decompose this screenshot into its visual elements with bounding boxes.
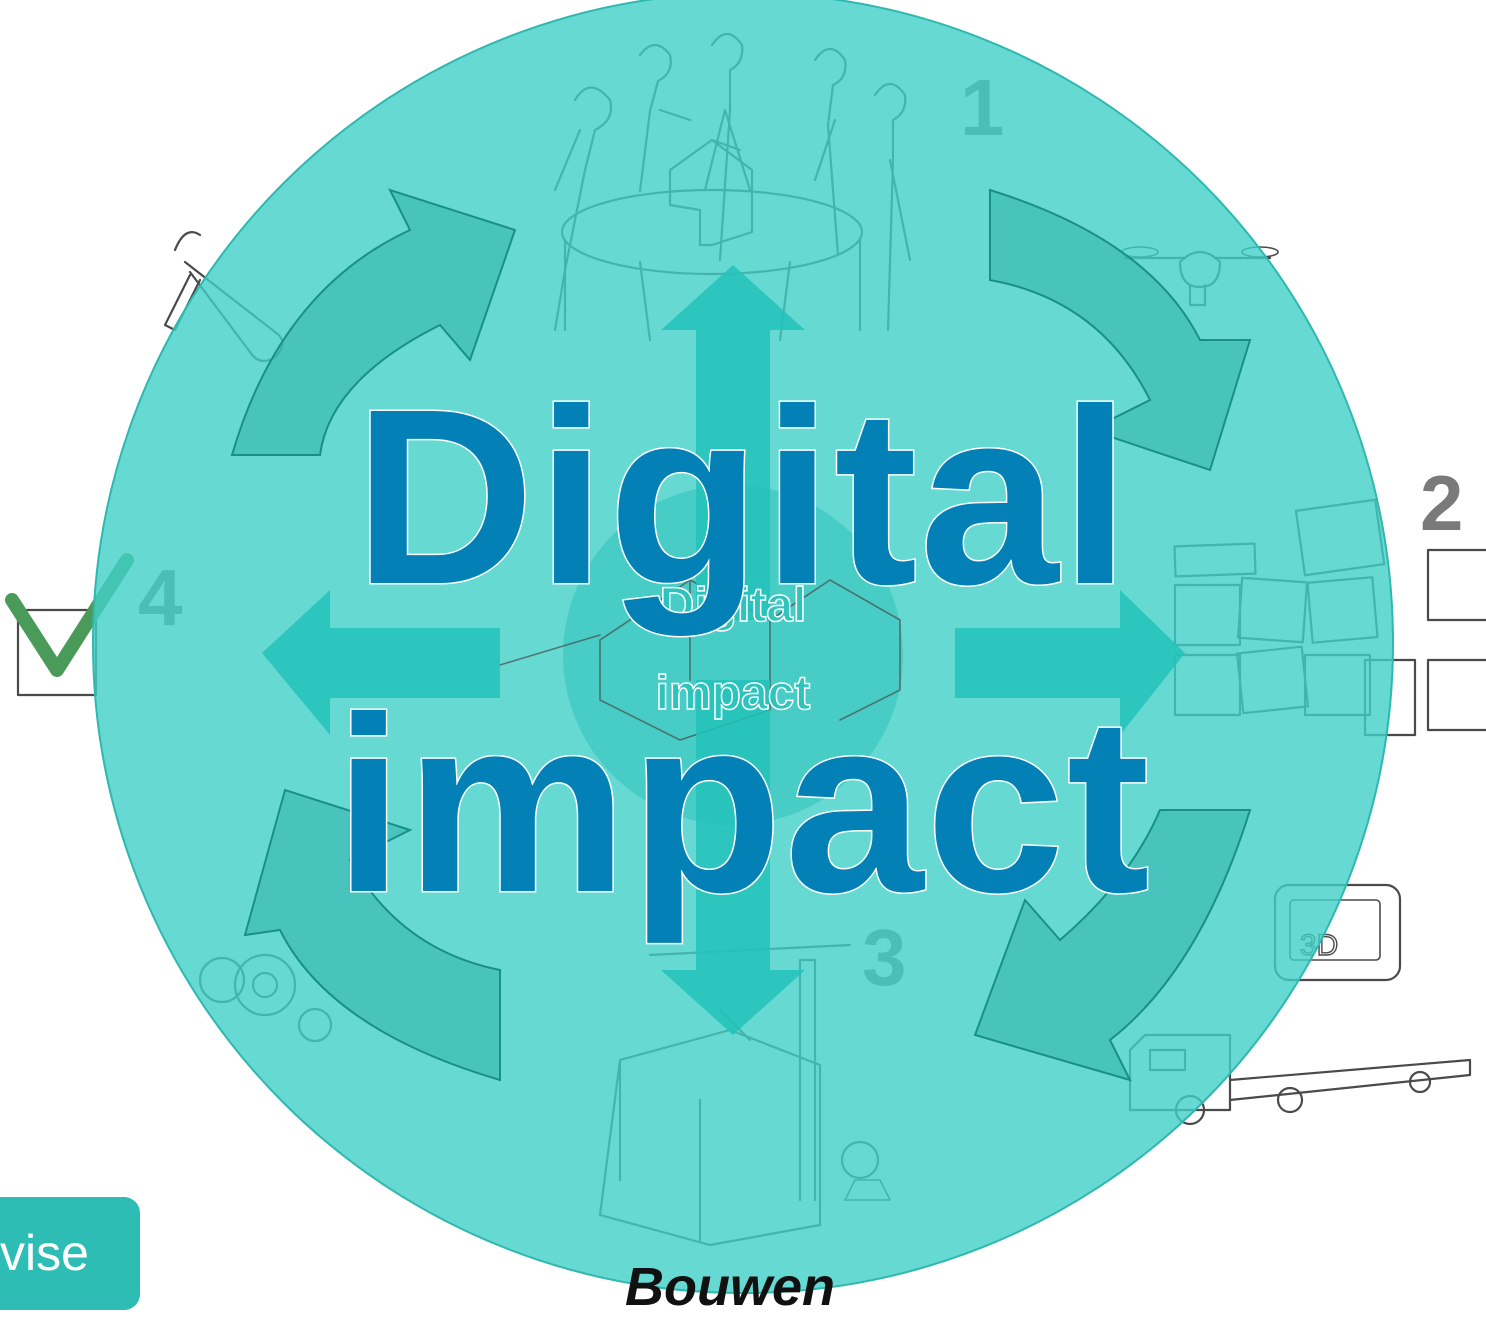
phase-label-bottom: Bouwen: [625, 1257, 835, 1317]
title-line2: impact: [333, 665, 1152, 944]
center-label-line1: Digital: [659, 579, 807, 632]
center-label-line2: impact: [655, 667, 811, 720]
arrow-left: [262, 590, 500, 735]
title-line1: Digital: [353, 357, 1132, 636]
cycle-arrow-top-left: [230, 188, 517, 456]
inner-circle: [563, 485, 903, 825]
brand-badge: vise: [0, 1197, 140, 1310]
direction-arrows: [262, 265, 1185, 1035]
brand-badge-text: vise: [0, 1225, 89, 1281]
step-number-2: 2: [1420, 459, 1463, 547]
arrow-down: [661, 680, 805, 1035]
cycle-arrows: [230, 188, 1252, 1082]
cycle-arrow-bottom-right: [973, 809, 1252, 1082]
arrow-up: [661, 265, 805, 620]
cycle-arrow-top-right: [989, 188, 1252, 472]
cycle-arrow-bottom-left: [243, 788, 501, 1082]
arrow-right: [955, 590, 1185, 735]
